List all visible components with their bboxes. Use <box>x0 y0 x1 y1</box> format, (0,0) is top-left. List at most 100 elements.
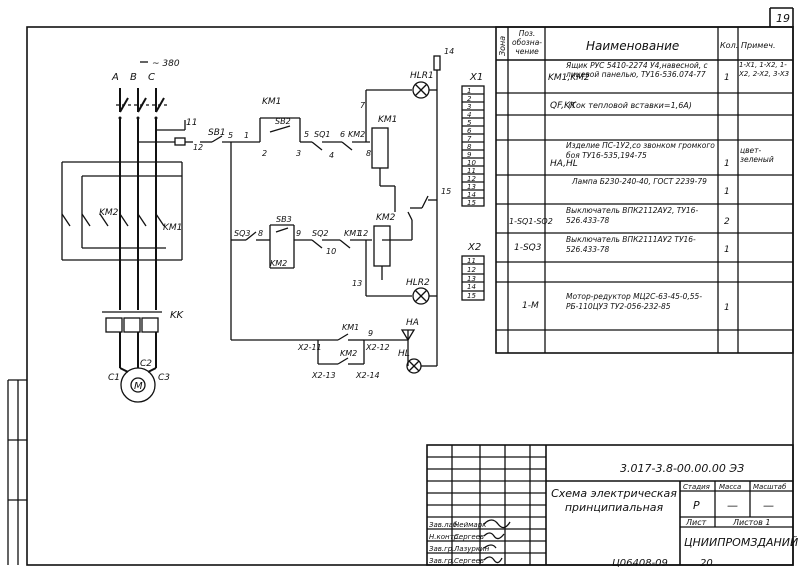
voltage-label: ~ 380 <box>152 59 180 69</box>
kk-label: KK <box>170 310 185 321</box>
svg-text:15: 15 <box>467 292 476 300</box>
row2-name: (Ток тепловой вставки=1,6А) <box>568 101 692 110</box>
sq3-label: SQ3 <box>234 229 250 238</box>
hlr1-label: HLR1 <box>410 71 434 81</box>
km1-coil-label: KM1 <box>378 115 397 125</box>
signature-1 <box>483 519 511 529</box>
wire-1-label: 1 <box>244 131 249 140</box>
x1-label: X1 <box>469 72 483 83</box>
x2-12-label: X2-12 <box>365 343 390 352</box>
wire-9-label: 9 <box>296 229 301 238</box>
svg-text:12: 12 <box>467 266 476 274</box>
km1-alarm-label: KM1 <box>342 323 359 332</box>
sheets-label: Листов 1 <box>732 518 771 527</box>
staff-role-3: Зав.гр. <box>429 545 454 553</box>
wire-8-label: 8 <box>366 149 371 158</box>
row1-pos: KM1,KM2 <box>548 73 590 83</box>
signature-4 <box>483 556 503 564</box>
svg-text:11: 11 <box>467 257 476 265</box>
wire-11-label: 11 <box>186 118 197 128</box>
wire-5b-label: 5 <box>304 130 309 139</box>
row6-pos: 1-SQ3 <box>514 243 542 253</box>
scale-value: — <box>763 499 774 512</box>
km1-coil <box>371 127 389 169</box>
svg-text:6: 6 <box>467 127 472 135</box>
motor-label: M <box>134 381 143 392</box>
row3-name: Изделие ПС-1У2,со звонком громкого боя Т… <box>566 141 715 160</box>
sq2-label: SQ2 <box>312 229 328 238</box>
doc-code: 3.017-3.8-00.00.00 ЭЗ <box>620 462 744 475</box>
svg-text:14: 14 <box>467 191 476 199</box>
svg-text:13: 13 <box>467 275 476 283</box>
km2-coil <box>373 225 391 267</box>
row7-name: Мотор-редуктор МЦ2С-63-45-0,55-РБ-110ЦУЗ… <box>566 292 703 311</box>
staff-role-2: Н.контр. <box>429 533 460 541</box>
archive-page: 20 <box>700 558 713 567</box>
svg-text:7: 7 <box>467 135 472 143</box>
wire-1-tap-label: 1 <box>193 143 198 152</box>
motor-terminal-c2: C2 <box>140 359 152 369</box>
terminal-block-x1: 1 2 3 4 5 6 7 8 9 10 11 12 13 14 15 <box>461 85 485 207</box>
row4-qty: 1 <box>724 187 730 197</box>
phase-c-label: C <box>148 72 155 83</box>
motor-terminal-c3: C3 <box>158 373 170 383</box>
row5-pos: 1-SQ1-SQ2 <box>509 217 553 226</box>
wire-6-label: 6 <box>340 130 345 139</box>
svg-text:1: 1 <box>467 87 471 95</box>
km2-coil-label: KM2 <box>376 213 396 223</box>
row7-pos: 1-M <box>522 301 539 311</box>
page-number: 19 <box>776 12 790 25</box>
wire-14-label: 14 <box>444 47 454 56</box>
col-zone-header: Зона <box>498 36 507 56</box>
col-pos-header: Поз. обозна-чение <box>512 29 542 56</box>
row1-note: 1-X1, 1-X2, 1-X2, 2-X2, 3-X3 <box>739 61 790 78</box>
svg-text:15: 15 <box>467 199 476 207</box>
wire-7-label: 7 <box>360 101 366 110</box>
wire-13-label: 13 <box>352 279 362 288</box>
motor-symbol <box>120 367 156 403</box>
signature-2 <box>483 532 505 540</box>
ha-label: HA <box>406 318 419 328</box>
hlr2-label: HLR2 <box>406 278 430 288</box>
col-name-header: Наименование <box>586 39 679 53</box>
svg-text:2: 2 <box>467 95 472 103</box>
phase-b-label: B <box>130 72 137 83</box>
col-note-header: Примеч. <box>741 41 776 50</box>
sb2-label: SB2 <box>275 117 291 126</box>
sq1-label: SQ1 <box>314 130 330 139</box>
row5-name: Выключатель ВПК2112АУ2, ТУ16-526.433-78 <box>566 206 699 225</box>
wire-8b-label: 8 <box>258 229 263 238</box>
stage-header: Стадия <box>683 483 710 491</box>
staff-name-1: Неймарк <box>454 521 487 529</box>
scale-header: Масштаб <box>753 483 787 491</box>
staff-name-3: Лазуркин <box>453 545 490 553</box>
staff-name-4: Сергеев <box>454 557 484 565</box>
wire-5-label: 5 <box>228 131 233 140</box>
x2-14-label: X2-14 <box>355 371 380 380</box>
drawing-title: Схема электрическая принципиальная <box>551 487 677 514</box>
svg-text:12: 12 <box>467 175 476 183</box>
km2-interlock-label: KM2 <box>348 130 365 139</box>
ha-horn <box>400 329 416 342</box>
specification-table: Зона Поз. обозна-чение Наименование Кол.… <box>495 26 794 354</box>
wire-9b-label: 9 <box>368 329 373 338</box>
sb3-label: SB3 <box>276 215 292 224</box>
svg-text:4: 4 <box>467 111 471 119</box>
wire-2-label: 2 <box>262 149 267 158</box>
svg-text:3: 3 <box>467 103 471 111</box>
wire-12-label: 12 <box>358 229 368 238</box>
x2-label: X2 <box>467 242 481 253</box>
row3-pos: HA,HL <box>550 159 578 169</box>
svg-text:13: 13 <box>467 183 476 191</box>
svg-text:11: 11 <box>467 167 476 175</box>
svg-text:8: 8 <box>467 143 472 151</box>
km1-power-label: KM1 <box>163 223 182 233</box>
phase-a-label: A <box>111 72 119 83</box>
stage-value: Р <box>693 499 700 512</box>
archive-number: Ц06408-09 <box>612 558 668 567</box>
row1-name: Ящик РУС 5410-2274 У4,навесной, с лицево… <box>566 61 708 79</box>
row2-pos: QF,KK <box>550 101 577 111</box>
sb1-label: SB1 <box>208 128 226 138</box>
